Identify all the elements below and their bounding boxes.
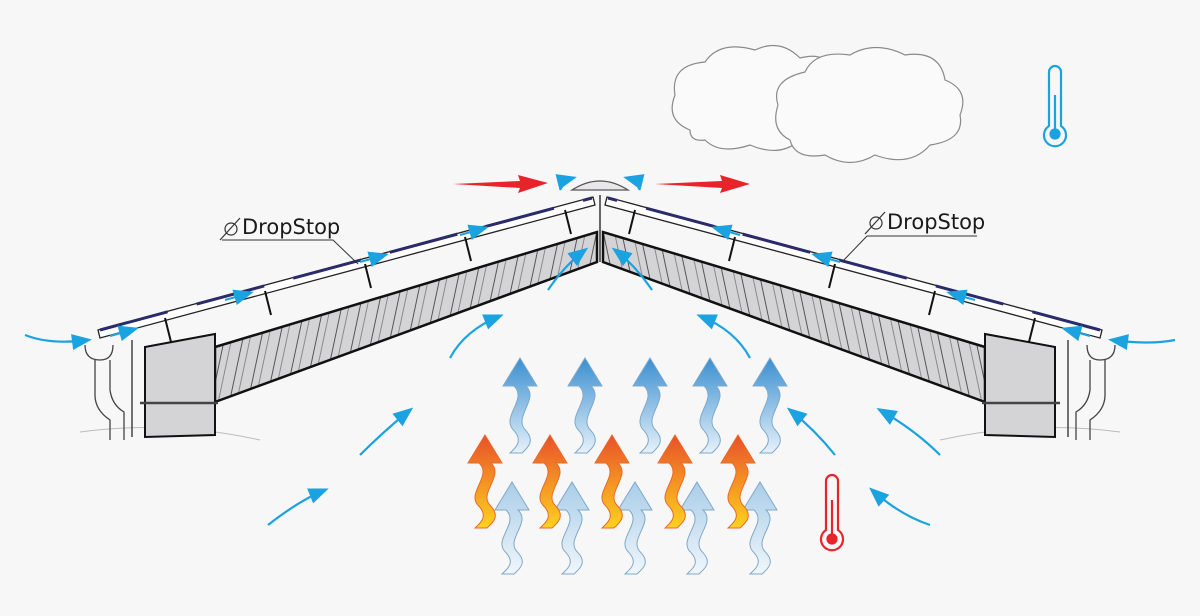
- arrow-head: [71, 334, 92, 351]
- arrow-head: [876, 408, 898, 425]
- arrow-head: [786, 407, 808, 427]
- membrane: [99, 196, 593, 332]
- cool-air-wave-arrow: [692, 357, 728, 454]
- arrow-head: [811, 251, 833, 268]
- pale-air-wave-arrow: [617, 481, 653, 575]
- rafter-post: [364, 263, 372, 289]
- air-flow-arrow: [449, 314, 504, 359]
- air-flow-arrow: [267, 488, 329, 526]
- air-flow-arrow: [224, 289, 254, 306]
- air-flow-arrow: [811, 251, 841, 268]
- hot-air-arrow-right: [655, 175, 750, 193]
- rafter-post: [264, 290, 272, 316]
- rafter-post: [628, 209, 636, 235]
- arrow-head: [482, 314, 504, 330]
- ridge-vent-icon: [569, 180, 631, 262]
- warm-air-wave-arrow: [594, 434, 630, 529]
- air-flow-arrow: [611, 247, 653, 291]
- cloud-icon: [671, 44, 964, 164]
- arrow-head: [117, 325, 139, 342]
- dropstop-label-right: DropStop: [841, 210, 985, 263]
- arrow-head: [555, 174, 577, 190]
- arrow-head: [611, 247, 633, 266]
- arrow-head: [232, 289, 254, 306]
- warm-air-wave-arrow: [657, 434, 693, 529]
- pale-air-wave-arrow: [494, 481, 530, 575]
- rafter-post: [1028, 317, 1036, 343]
- arrow-head: [467, 224, 489, 241]
- air-flow-arrow: [1061, 325, 1091, 342]
- arrow-head: [946, 289, 968, 306]
- hot-air-arrow-left: [453, 175, 548, 193]
- air-flow-arrow: [786, 407, 836, 456]
- rafter-post: [928, 290, 936, 316]
- arrow-head: [392, 407, 414, 427]
- arrow-head: [869, 487, 890, 507]
- cool-air-wave-arrow: [567, 357, 603, 454]
- rafter-post: [564, 209, 572, 235]
- rafter-post: [164, 317, 172, 343]
- air-flow-arrow: [555, 174, 577, 191]
- gutter-downpipe: [1075, 344, 1116, 440]
- air-flow-arrow: [359, 251, 389, 268]
- insulation-panel: [144, 332, 216, 439]
- pale-air-wave-arrow: [554, 481, 590, 575]
- thermometer-warm-icon: [819, 473, 845, 552]
- air-flow-arrow: [696, 314, 751, 359]
- air-flow-arrow: [869, 487, 931, 527]
- air-flow-arrow: [1108, 334, 1176, 351]
- arrow-head: [711, 224, 733, 241]
- arrow-head: [1108, 334, 1129, 351]
- air-flow-arrow: [359, 407, 414, 456]
- warm-air-wave-arrow: [532, 434, 568, 529]
- dropstop-label-left: DropStop: [219, 215, 359, 265]
- roof-right: [601, 196, 1116, 440]
- dropstop-logo-icon: [864, 211, 886, 235]
- insulation-panel: [984, 332, 1056, 439]
- pale-air-wave-arrow: [742, 481, 778, 575]
- air-flow-arrow: [547, 247, 589, 291]
- rafter-post: [728, 236, 736, 262]
- rafter-post: [828, 263, 836, 289]
- membrane: [607, 196, 1101, 332]
- cool-air-wave-arrow: [752, 357, 788, 454]
- dropstop-text-right: DropStop: [887, 210, 985, 234]
- cool-air-wave-arrow: [502, 357, 538, 454]
- air-flow-arrow: [711, 224, 741, 241]
- thermometer-cold-icon: [1042, 64, 1068, 148]
- dropstop-text-left: DropStop: [242, 215, 340, 239]
- arrow-head: [696, 314, 718, 330]
- arrow-head: [567, 247, 589, 266]
- insulation-band: [213, 230, 599, 404]
- air-flow-arrow: [876, 408, 941, 456]
- arrow-head: [1061, 325, 1083, 342]
- arrow-head: [307, 488, 329, 504]
- dropstop-logo-icon: [219, 217, 241, 241]
- air-flow-arrow: [24, 333, 92, 351]
- rafter-post: [464, 236, 472, 262]
- gutter-downpipe: [84, 344, 125, 440]
- air-flow-arrow: [946, 289, 976, 306]
- warm-air-wave-arrow: [720, 434, 756, 529]
- air-flow-arrow: [109, 325, 139, 342]
- warm-air-wave-arrow: [467, 434, 503, 529]
- cool-air-wave-arrow: [632, 357, 668, 454]
- air-flow-arrow: [623, 174, 645, 191]
- pale-air-wave-arrow: [679, 481, 715, 575]
- air-flow-arrow: [459, 224, 489, 241]
- arrow-head: [367, 251, 389, 268]
- arrow-head: [623, 174, 645, 190]
